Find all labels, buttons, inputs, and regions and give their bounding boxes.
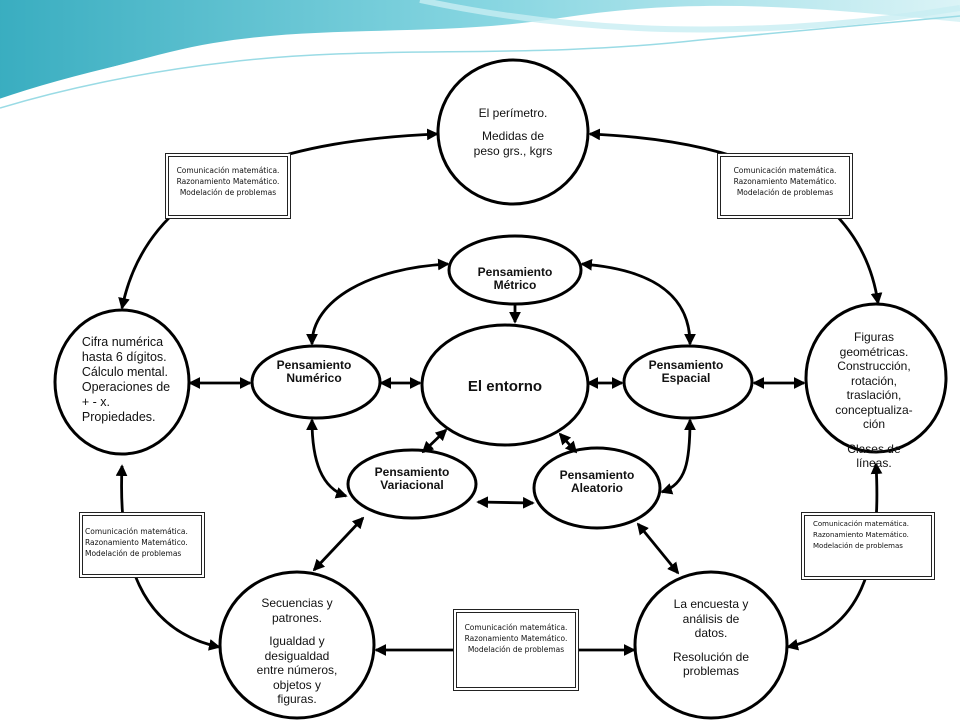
skill-line-2: Razonamiento Matemático. <box>464 634 568 643</box>
line-variacional-to-aleatorio <box>476 496 535 509</box>
skill-line-3: Modelación de problemas <box>736 188 834 197</box>
arc-espacial-to-aleatorio <box>660 418 696 495</box>
right-p1-line-2: geométricas. <box>839 344 909 359</box>
bottom-left-p2-line-1: Igualdad y <box>269 634 325 648</box>
arc-metrico-to-espacial <box>580 258 696 346</box>
skill-line-1: Comunicación matemática. <box>176 166 280 175</box>
left-line-1: Cifra numérica <box>81 335 164 349</box>
right-p1-line-7: ción <box>862 417 885 431</box>
skill-line-2: Razonamiento Matemático. <box>733 177 837 186</box>
bottom-right-p2-line-2: problemas <box>682 664 740 678</box>
right-p1-line-6: conceptualiza- <box>835 402 913 417</box>
bottom-right-p1-line-1: La encuesta y <box>673 597 749 611</box>
label-pensamiento-aleatorio: Pensamiento Aleatorio <box>541 465 653 499</box>
label-pensamiento-metrico: Pensamiento Métrico <box>459 262 571 296</box>
skill-line-2: Razonamiento Matemático. <box>176 177 280 186</box>
line-aleatorio-to-bottom-right <box>636 522 680 575</box>
center-label: El entorno <box>467 377 543 395</box>
right-p1-line-1: Figuras <box>853 330 894 344</box>
bottom-left-p2-line-4: objetos y <box>272 677 322 692</box>
skill-line-3: Modelación de problemas <box>85 549 182 558</box>
right-p1-line-4: rotación, <box>850 373 897 388</box>
bottom-right-p1-line-2: análisis de <box>682 611 740 626</box>
skill-line-2: Razonamiento Matemático. <box>85 538 188 547</box>
skill-line-3: Modelación de problemas <box>813 542 903 550</box>
header-wave <box>0 0 960 109</box>
left-line-2: hasta 6 dígitos. <box>81 350 167 364</box>
bottom-right-p1-line-3: datos. <box>694 626 728 640</box>
outer-node-top: El perímetro. Medidas de peso grs., kgrs <box>448 78 578 186</box>
skill-box-bottom-left: Comunicación matemática. Razonamiento Ma… <box>82 515 202 575</box>
right-p2-line-2: líneas. <box>856 456 892 470</box>
left-line-4: Operaciones de <box>81 380 171 394</box>
label-pensamiento-numerico: Pensamiento Numérico <box>258 355 370 389</box>
numerico-line-1: Pensamiento <box>276 358 352 372</box>
variacional-line-1: Pensamiento <box>374 465 450 479</box>
inner-ellipse-espacial <box>622 344 754 420</box>
right-p2-line-1: Clases de <box>847 441 901 456</box>
numerico-line-2: Numérico <box>286 371 342 385</box>
right-p1-line-5: traslación, <box>846 388 902 402</box>
top-p1-line-1: El perímetro. <box>478 105 548 120</box>
arc-numerico-to-variacional <box>306 418 348 499</box>
skill-line-2: Razonamiento Matemático. <box>813 531 909 539</box>
bottom-left-p2-line-3: entre números, <box>256 663 338 677</box>
metrico-line-1: Pensamiento <box>477 265 553 279</box>
left-line-6: Propiedades. <box>81 410 156 424</box>
arc-left-to-bottom-left <box>115 464 221 651</box>
skill-box-top-right: Comunicación matemática. Razonamiento Ma… <box>720 156 850 216</box>
inner-ellipse-aleatorio <box>532 446 662 530</box>
line-variacional-to-bottom-left <box>312 516 365 572</box>
top-p2-line-2: peso grs., kgrs <box>473 143 553 158</box>
skill-line-3: Modelación de problemas <box>179 188 277 197</box>
bottom-right-p2-line-1: Resolución de <box>672 649 750 664</box>
label-el-entorno: El entorno <box>440 372 570 400</box>
arc-metrico-to-numerico <box>306 258 450 346</box>
bottom-left-p2-line-5: figuras. <box>277 692 317 706</box>
bottom-left-p2-line-2: desigualdad <box>264 648 330 663</box>
skill-line-3: Modelación de problemas <box>467 645 565 654</box>
outer-node-bottom-right: La encuesta y análisis de datos. Resoluc… <box>646 592 776 692</box>
aleatorio-line-2: Aleatorio <box>570 481 623 495</box>
aleatorio-line-1: Pensamiento <box>559 468 635 482</box>
skill-box-bottom-center: Comunicación matemática. Razonamiento Ma… <box>456 612 576 688</box>
outer-node-bottom-left: Secuencias y patrones. Igualdad y desigu… <box>232 592 362 714</box>
outer-node-right: Figuras geométricas. Construcción, rotac… <box>812 330 936 478</box>
right-p1-line-3: Construcción, <box>837 359 911 373</box>
line-center-to-variacional <box>421 428 448 454</box>
skill-box-top-left: Comunicación matemática. Razonamiento Ma… <box>168 156 288 216</box>
skill-line-1: Comunicación matemática. <box>464 623 568 632</box>
skill-line-1: Comunicación matemática. <box>813 520 910 528</box>
label-pensamiento-espacial: Pensamiento Espacial <box>630 355 742 389</box>
espacial-line-1: Pensamiento <box>648 358 724 372</box>
line-center-to-aleatorio <box>558 432 578 454</box>
metrico-line-2: Métrico <box>493 278 537 292</box>
skill-line-1: Comunicación matemática. <box>85 527 188 536</box>
outer-node-left: Cifra numérica hasta 6 dígitos. Cálculo … <box>70 320 182 440</box>
top-p2-line-1: Medidas de <box>481 129 545 144</box>
inner-ellipse-variacional <box>346 448 478 520</box>
skill-box-bottom-right: Comunicación matemática. Razonamiento Ma… <box>804 515 932 577</box>
espacial-line-2: Espacial <box>661 371 711 385</box>
label-pensamiento-variacional: Pensamiento Variacional <box>356 462 468 496</box>
arc-right-to-bottom-right <box>786 462 883 651</box>
skill-line-1: Comunicación matemática. <box>733 166 837 175</box>
left-line-5: + - x. <box>81 395 110 409</box>
left-line-3: Cálculo mental. <box>81 365 169 379</box>
bottom-left-p1-line-2: patrones. <box>271 610 323 625</box>
variacional-line-2: Variacional <box>380 478 444 492</box>
bottom-left-p1-line-1: Secuencias y <box>261 596 333 610</box>
